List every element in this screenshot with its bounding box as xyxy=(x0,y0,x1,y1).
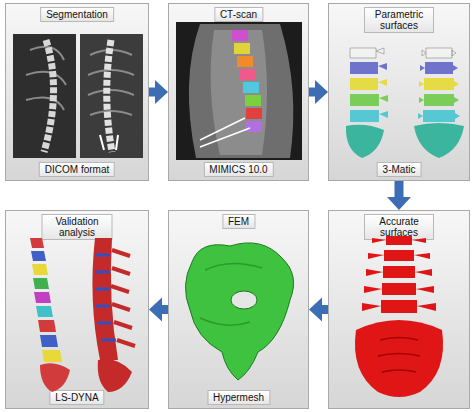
arrow-head xyxy=(149,298,162,322)
flow-arrow xyxy=(395,181,404,198)
software-label: MIMICS 10.0 xyxy=(203,162,273,177)
arrow-head xyxy=(315,80,328,104)
flow-arrow xyxy=(321,305,328,314)
arrow-head xyxy=(309,298,322,322)
process-panel: Accurate surfaces xyxy=(328,210,470,409)
panel-heading: CT-scan xyxy=(214,7,263,22)
flow-arrow xyxy=(161,305,168,314)
panel-heading: Segmentation xyxy=(40,7,114,22)
process-panel: Parametric surfaces 3-Matic xyxy=(328,3,470,181)
panel-heading: FEM xyxy=(222,214,255,229)
flow-arrow xyxy=(149,88,156,97)
process-panel: Validation analysisLS-DYNA xyxy=(5,210,149,409)
flow-arrow xyxy=(309,88,316,97)
process-panel: CT-scanMIMICS 10.0 xyxy=(168,3,309,181)
panel-heading: Accurate surfaces xyxy=(364,214,434,240)
process-panel: SegmentationDICOM format xyxy=(5,3,149,181)
software-label: LS-DYNA xyxy=(49,390,104,405)
panel-heading: Parametric surfaces xyxy=(364,7,434,33)
software-label: DICOM format xyxy=(39,162,115,177)
arrow-head xyxy=(387,197,411,210)
panel-heading: Validation analysis xyxy=(42,214,113,240)
arrow-head xyxy=(155,80,168,104)
software-label: 3-Matic xyxy=(377,162,422,177)
process-panel: FEM Hypermesh xyxy=(168,210,309,409)
software-label: Hypermesh xyxy=(207,390,270,405)
